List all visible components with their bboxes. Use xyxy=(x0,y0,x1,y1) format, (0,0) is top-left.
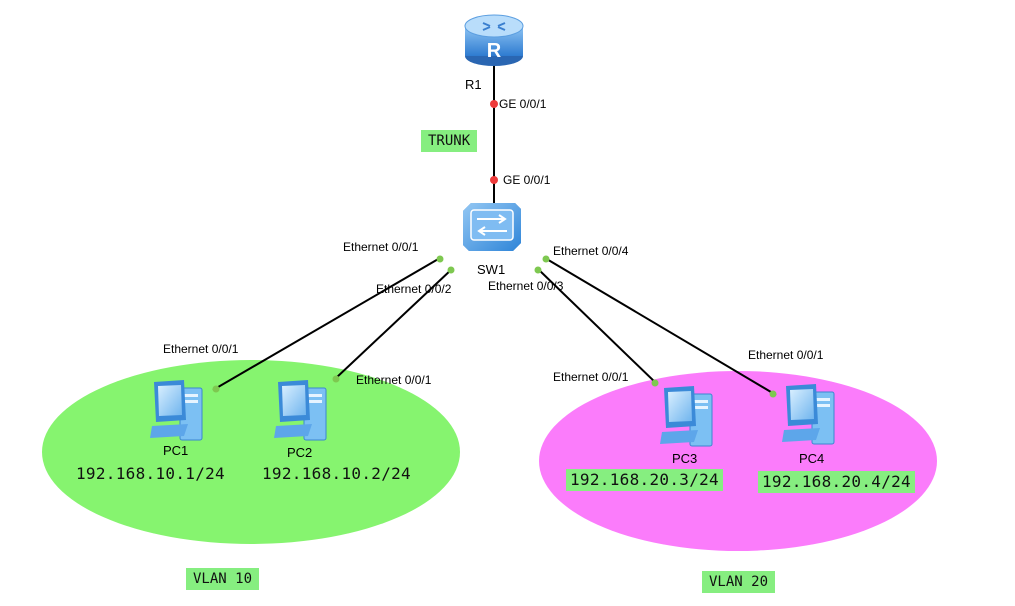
link-sw1-pc2 xyxy=(335,268,453,379)
pc3-ip: 192.168.20.3/24 xyxy=(566,469,723,491)
pc4-ip: 192.168.20.4/24 xyxy=(758,471,915,493)
vlan10-area xyxy=(42,360,460,544)
pc1-port-label: Ethernet 0/0/1 xyxy=(163,342,239,356)
port-dot-pc4 xyxy=(769,390,777,398)
link-sw1-pc3 xyxy=(537,268,658,385)
pc2-name: PC2 xyxy=(287,445,313,460)
pc4-icon[interactable] xyxy=(782,384,835,445)
port-dot-pc3 xyxy=(651,379,659,387)
switch-icon[interactable] xyxy=(463,203,521,251)
port-dot-pc1 xyxy=(212,385,220,393)
port-dot-pc2 xyxy=(332,375,340,383)
port-dot-sw1-e3 xyxy=(534,266,542,274)
vlan10-label: VLAN 10 xyxy=(186,568,260,590)
switch-port-3-label: Ethernet 0/0/3 xyxy=(488,279,564,293)
switch-port-2-label: Ethernet 0/0/2 xyxy=(376,282,452,296)
switch-uplink-port-label: GE 0/0/1 xyxy=(503,173,551,187)
switch-port-1-label: Ethernet 0/0/1 xyxy=(343,240,419,254)
pc2-ip: 192.168.10.2/24 xyxy=(262,464,411,483)
link-sw1-pc4 xyxy=(544,257,777,396)
pc4-port-label: Ethernet 0/0/1 xyxy=(748,348,824,362)
trunk-label: TRUNK xyxy=(421,130,478,152)
vlan20-label: VLAN 20 xyxy=(702,571,776,593)
pc1-icon[interactable] xyxy=(150,380,203,441)
pc2-icon[interactable] xyxy=(274,380,327,441)
router-icon[interactable]: R xyxy=(464,14,524,66)
port-dot-sw1-uplink xyxy=(490,176,498,184)
vlan20-area xyxy=(539,371,937,551)
pc3-icon[interactable] xyxy=(660,386,713,447)
link-sw1-pc1 xyxy=(212,257,441,391)
pc1-ip: 192.168.10.1/24 xyxy=(76,464,225,483)
port-dot-sw1-e2 xyxy=(447,266,455,274)
port-dot-sw1-e1 xyxy=(436,255,444,263)
switch-port-4-label: Ethernet 0/0/4 xyxy=(553,244,629,258)
pc3-name: PC3 xyxy=(672,451,698,466)
router-port-label: GE 0/0/1 xyxy=(499,97,547,111)
pc3-port-label: Ethernet 0/0/1 xyxy=(553,370,629,384)
switch-name: SW1 xyxy=(477,262,506,277)
pc4-name: PC4 xyxy=(799,451,825,466)
port-dot-sw1-e4 xyxy=(542,255,550,263)
pc1-name: PC1 xyxy=(163,443,189,458)
svg-text:R: R xyxy=(487,40,502,62)
pc2-port-label: Ethernet 0/0/1 xyxy=(356,373,432,387)
port-dot-r1 xyxy=(490,100,498,108)
router-name: R1 xyxy=(465,77,482,92)
